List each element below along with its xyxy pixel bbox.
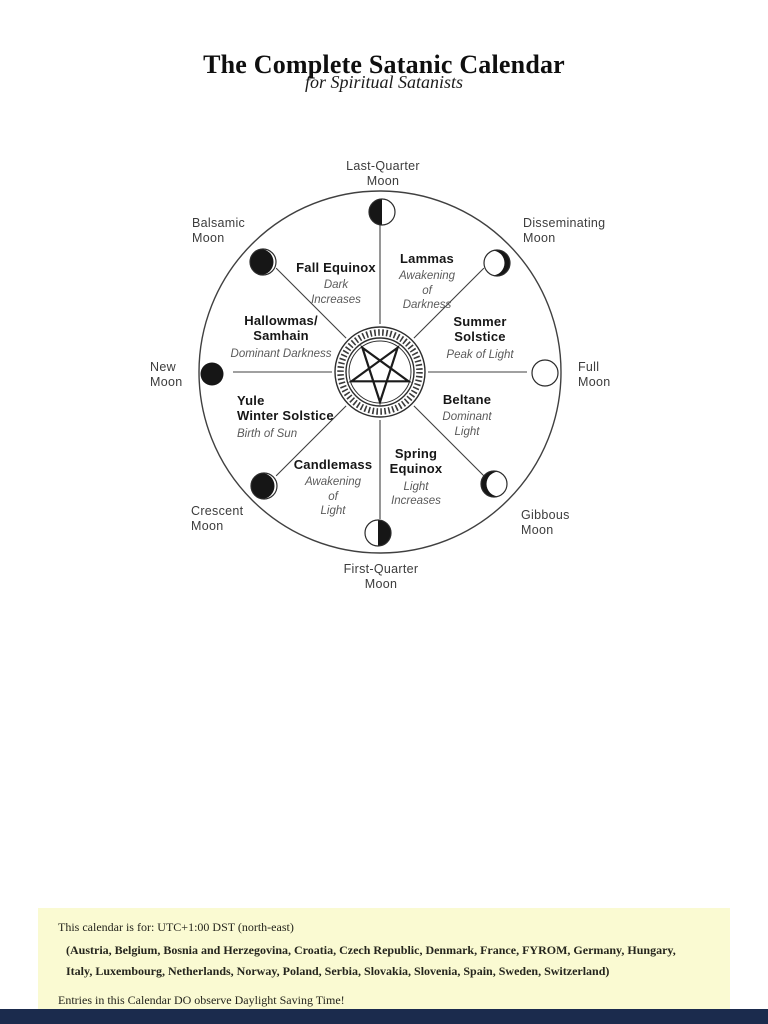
festival-name: Yule Winter Solstice bbox=[237, 393, 334, 424]
moon-icons bbox=[200, 198, 559, 547]
festival-description: Awakening of Light bbox=[304, 476, 362, 518]
festival-name: Summer Solstice bbox=[453, 314, 507, 345]
festival-name: Beltane bbox=[442, 392, 492, 407]
festival-beltane: Beltane Dominant Light bbox=[442, 392, 491, 439]
festival-name: Candlemass bbox=[293, 457, 373, 472]
festival-yule-winter-solstice: Yule Winter Solstice Birth of Sun bbox=[237, 393, 334, 441]
timezone-note-box: This calendar is for: UTC+1:00 DST (nort… bbox=[38, 908, 730, 1009]
crescent-moon-icon bbox=[250, 472, 278, 500]
crescent-moon-label: Crescent Moon bbox=[191, 504, 244, 534]
dst-line: Entries in this Calendar DO observe Dayl… bbox=[58, 993, 345, 1007]
festival-description: Peak of Light bbox=[446, 348, 514, 361]
timezone-line: This calendar is for: UTC+1:00 DST (nort… bbox=[58, 920, 294, 934]
festival-name: Hallowmas/ Samhain bbox=[244, 313, 318, 344]
festival-fall-equinox: Fall Equinox Dark Increases bbox=[296, 260, 376, 307]
new-moon-label: New Moon bbox=[150, 360, 183, 390]
festival-description: Dominant Darkness bbox=[230, 347, 332, 360]
festival-name: Spring Equinox bbox=[389, 446, 443, 477]
wheel-outer-circle bbox=[198, 190, 562, 554]
festival-description: Awakening of Darkness bbox=[398, 270, 456, 312]
page-subtitle: for Spiritual Satanists bbox=[304, 72, 464, 92]
festival-description: Dominant Light bbox=[442, 411, 492, 438]
festival-candlemass: Candlemass Awakening of Light bbox=[294, 457, 373, 518]
last-quarter-moon-label: Last-Quarter Moon bbox=[346, 159, 420, 189]
inverted-pentagram-icon bbox=[348, 344, 412, 406]
countries-line: (Austria, Belgium, Bosnia and Herzegovin… bbox=[66, 943, 676, 978]
gibbous-moon-label: Gibbous Moon bbox=[521, 508, 570, 538]
last-quarter-moon-icon bbox=[368, 198, 396, 226]
festival-description: Light Increases bbox=[391, 480, 441, 508]
festival-name: Fall Equinox bbox=[296, 260, 376, 275]
new-moon-icon bbox=[200, 362, 224, 386]
festival-description: Dark Increases bbox=[311, 279, 361, 306]
balsamic-moon-label: Balsamic Moon bbox=[192, 216, 246, 246]
festival-name: Lammas bbox=[400, 251, 454, 266]
first-quarter-moon-icon bbox=[364, 519, 392, 547]
disseminating-moon-label: Disseminating Moon bbox=[523, 216, 606, 246]
emblem-inner-ring bbox=[345, 337, 415, 407]
ouroboros-serpent-ring bbox=[337, 329, 423, 415]
balsamic-moon-icon bbox=[249, 248, 277, 276]
full-moon-icon bbox=[531, 359, 559, 387]
page-title: The Complete Satanic Calendar bbox=[203, 50, 565, 80]
festival-hallowmas-samhain: Hallowmas/ Samhain Dominant Darkness bbox=[231, 313, 332, 361]
gibbous-moon-icon bbox=[480, 470, 508, 498]
festival-summer-solstice: Summer Solstice Peak of Light bbox=[446, 314, 513, 362]
festival-description: Birth of Sun bbox=[237, 427, 298, 440]
festival-lammas: Lammas Awakening of Darkness bbox=[399, 251, 455, 312]
wheel-spokes bbox=[233, 225, 527, 519]
first-quarter-moon-label: First-Quarter Moon bbox=[343, 562, 419, 592]
bottom-bar bbox=[0, 1009, 768, 1024]
center-emblem bbox=[334, 326, 426, 418]
disseminating-moon-icon bbox=[483, 249, 511, 277]
festival-spring-equinox: Spring Equinox Light Increases bbox=[390, 446, 443, 508]
full-moon-label: Full Moon bbox=[578, 360, 611, 390]
